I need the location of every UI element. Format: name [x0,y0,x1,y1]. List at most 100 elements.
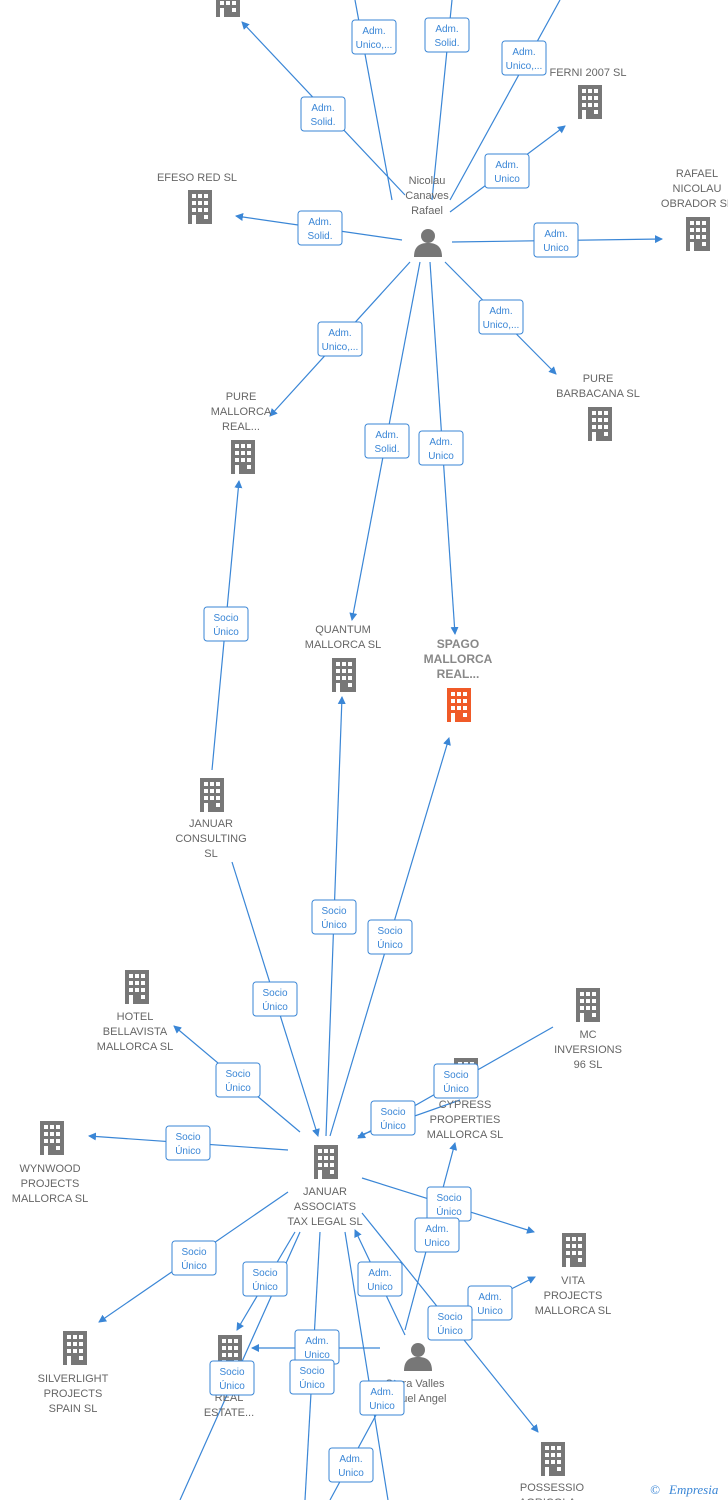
badge-box [427,1305,473,1341]
node-label: PURE [226,391,257,403]
badge-text: Adm. [328,328,351,339]
node-label: PROJECTS [44,1388,103,1400]
node-label: MALLORCA SL [535,1305,611,1317]
badge-text: Adm. [512,47,535,58]
nodes-layer: FERNI 2007 SL EFESO RED SL NicolauCanavesR… [12,0,728,1500]
node-label: MALLORCA SL [305,639,381,651]
badge-box [311,899,357,935]
relation-badge[interactable]: Adm.Unico [533,222,579,258]
badge-box [328,1447,374,1483]
badge-text: Único [380,1119,406,1132]
relation-badge[interactable]: Adm.Unico [328,1447,374,1483]
badge-text: Único [299,1378,325,1391]
badge-box [478,299,524,335]
relation-badge[interactable]: Adm.Unico [484,153,530,189]
badge-text: Único [213,625,239,638]
badge-box [165,1125,211,1161]
node-label: MALLORCA SL [12,1193,88,1205]
node-label: MALLORCA SL [427,1129,503,1141]
badge-box [252,981,298,1017]
relation-badge[interactable]: Adm.Unico,... [501,40,547,76]
relation-badge[interactable]: Adm.Solid. [300,96,346,132]
badge-text: Único [377,938,403,951]
badge-text: Socio [437,1312,462,1323]
node-ferni[interactable]: FERNI 2007 SL [549,67,627,119]
node-efeso[interactable]: EFESO RED SL [157,172,237,224]
building-icon [125,970,149,1004]
badge-text: Único [175,1144,201,1157]
relation-badge[interactable]: Adm.Unico [418,430,464,466]
relation-badge[interactable]: Adm.Unico,... [317,321,363,357]
node-pure-mallorca[interactable]: PUREMALLORCAREAL... [211,391,272,474]
node-possessio[interactable]: POSSESSIOAGRICOLA... [519,1442,585,1500]
relation-badge[interactable]: Adm.Unico [467,1285,513,1321]
node-label: REAL... [222,421,260,433]
node-label: NICOLAU [673,183,722,195]
relation-badge[interactable]: Adm.Solid. [424,17,470,53]
node-label: ESTATE... [204,1407,254,1419]
badge-text: Unico [304,1350,330,1361]
relation-badge[interactable]: Adm.Unico [359,1380,405,1416]
badge-box [501,40,547,76]
badge-text: Unico [338,1468,364,1479]
badge-text: Único [443,1082,469,1095]
badge-box [364,423,410,459]
badge-text: Socio [181,1247,206,1258]
node-label: BARBACANA SL [556,388,640,400]
node-label: WYNWOOD [19,1163,80,1175]
relation-badge[interactable]: Adm.Unico [357,1261,403,1297]
node-label: TAX LEGAL SL [287,1216,362,1228]
node-label: JANUAR [303,1186,347,1198]
building-icon [541,1442,565,1476]
node-label: Canaves [405,190,449,202]
badge-text: Único [262,1000,288,1013]
building-icon [686,217,710,251]
badge-text: Socio [299,1366,324,1377]
badge-text: Unico [367,1282,393,1293]
relation-badge[interactable]: Adm.Solid. [297,210,343,246]
relation-badge[interactable]: Adm.Unico [294,1329,340,1365]
badge-box [171,1240,217,1276]
building-icon [188,190,212,224]
node-top-co[interactable] [216,0,240,17]
badge-text: Socio [225,1069,250,1080]
badge-box [370,1100,416,1136]
relation-badge[interactable]: Adm.Unico,... [478,299,524,335]
copyright-symbol: © [650,1482,660,1497]
node-label: PROPERTIES [430,1114,501,1126]
badge-text: Socio [219,1367,244,1378]
relation-badge[interactable]: Adm.Unico,... [351,19,397,55]
node-label: SL [204,848,217,860]
relation-badge[interactable]: Adm.Solid. [364,423,410,459]
building-icon [216,0,240,17]
node-spago[interactable]: SPAGOMALLORCAREAL... [424,637,493,722]
relation-badge[interactable]: Adm.Unico [414,1217,460,1253]
node-label: PROJECTS [544,1290,603,1302]
